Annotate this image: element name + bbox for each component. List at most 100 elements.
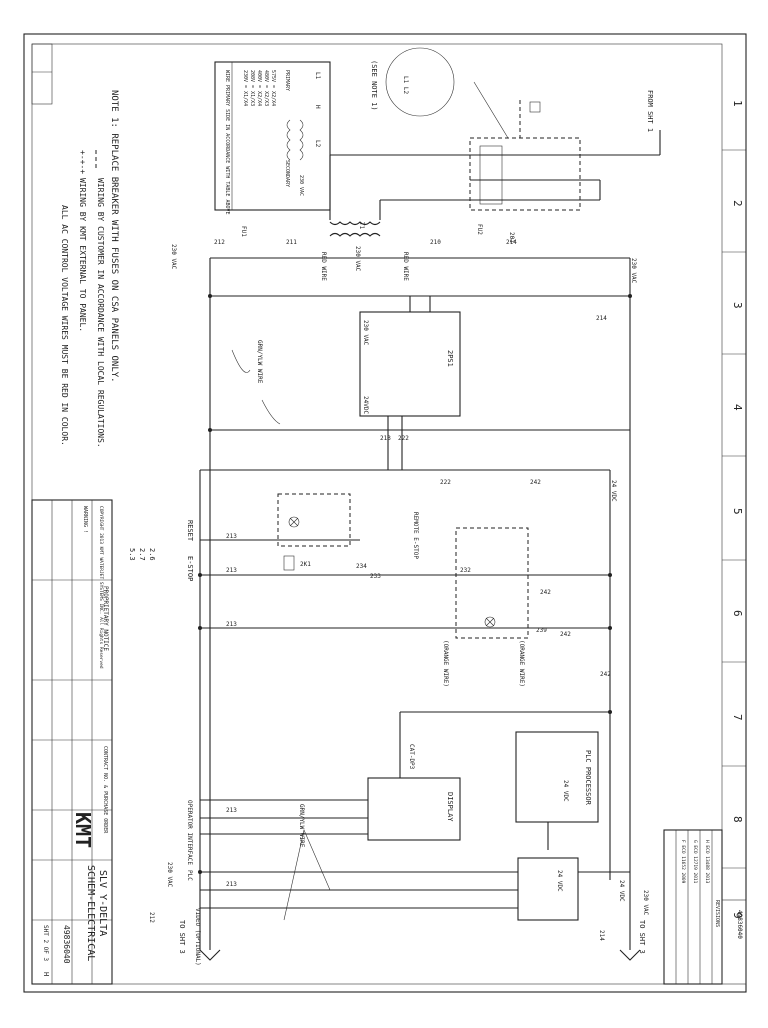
- fuse-fu2: FU2: [476, 224, 483, 235]
- revisions-heading: REVISIONS: [714, 900, 720, 927]
- from-sheet-1: FROM SHT 1: [646, 90, 654, 132]
- plc-wire-label: PLC: [186, 870, 193, 881]
- t1-label: T1: [358, 222, 365, 230]
- reset-label: RESET: [186, 520, 194, 542]
- wire-212-label: 212: [214, 239, 225, 246]
- xfmr-row: 208V = X1/X3: [249, 70, 255, 106]
- plc-voltage: 24 VDC: [562, 780, 569, 802]
- wire-213-r1: 213: [226, 533, 237, 540]
- wire-242-mid: 242: [540, 589, 551, 596]
- bubble-fu: L1 L2: [402, 76, 409, 94]
- inner-border: [31, 43, 723, 985]
- title-line-1: SCHEM-ELECTRICAL: [85, 865, 96, 961]
- fuse-fu1: FU1: [240, 226, 247, 237]
- wire-239: 239: [536, 627, 547, 634]
- plc-label: PLC PROCESSOR: [584, 750, 592, 806]
- zone-label-4: 4: [731, 404, 744, 411]
- breaker-handle-icon: [529, 101, 541, 113]
- ac-bus: 212 211 210 214 230 VAC 230 VAC 214: [170, 239, 637, 950]
- video-module: 24 VDC 213 PLC VIDEO (OPTIONAL) 24 VDC 2…: [166, 857, 649, 966]
- wire-213-video: 213: [226, 881, 237, 888]
- title-block: PROPRIETARY NOTICE COPYRIGHT 2013 KMT WA…: [31, 499, 113, 985]
- plc-processor: PLC PROCESSOR 24 VDC: [399, 711, 610, 850]
- proprietary-heading: PROPRIETARY NOTICE: [102, 586, 109, 651]
- legend-cross-symbol: +-+-+: [78, 150, 87, 174]
- wire-242-mid2: 242: [560, 631, 571, 638]
- xfmr-row: 575V = X2/X4: [270, 70, 276, 106]
- zone-markers: 1 2 3 4 5 6 7 8 9: [722, 100, 746, 919]
- revision-letter: H: [42, 972, 50, 976]
- title-line-2: SLV Y-DELTA: [97, 870, 108, 936]
- wire-214-label: 214: [506, 239, 517, 246]
- left-rev-tab: [31, 43, 53, 105]
- legend-cross: WIRING BY KMT EXTERNAL TO PANEL.: [78, 178, 87, 332]
- relay-coil-2k1: [283, 555, 295, 571]
- see-note-bubble: [385, 47, 455, 117]
- breaker-id: 201: [508, 232, 515, 243]
- wire-222-ps: 222: [398, 435, 409, 442]
- operator-interface-label: OPERATOR INTERFACE: [186, 800, 193, 865]
- circuit-breaker: (SEE NOTE 1) L1 L2 201 FROM SHT 1: [370, 47, 661, 243]
- revision-row: G ECO 12719 2011: [692, 840, 698, 884]
- zone-label-2: 2: [731, 200, 744, 207]
- vac-left-low: 230 VAC: [166, 862, 173, 888]
- wire-213-ps: 213: [380, 435, 391, 442]
- estop-label: E-STOP: [186, 556, 194, 581]
- vdc-top: 24 VDC: [610, 480, 617, 502]
- ps-label: 2PS1: [446, 350, 454, 367]
- wire-232: 232: [460, 567, 471, 574]
- display-label: DISPLAY: [446, 792, 454, 822]
- xfmr-row: 230V = X1/X4: [242, 70, 248, 106]
- zone-label-3: 3: [731, 302, 744, 309]
- wire-242-low: 242: [600, 671, 611, 678]
- xfmr-note: WIRE PRIMARY SIDE IN ACCORDANCE WITH TAB…: [224, 70, 230, 215]
- sheet-number: SHT 2 OF 3: [42, 925, 49, 962]
- xfmr-secondary: SECONDARY: [284, 160, 290, 187]
- reset-enclosure: [277, 493, 351, 547]
- drawing-number-strip: 49836040: [736, 910, 743, 939]
- xfmr-head-l1: L1: [314, 72, 321, 80]
- see-note: (SEE NOTE 1): [370, 60, 378, 111]
- zone-label-5: 5: [731, 508, 744, 515]
- xfmr-secondary-v: 230 VAC: [298, 175, 304, 196]
- wire-210-label: 210: [430, 239, 441, 246]
- drawing-number: 49836040: [62, 925, 71, 964]
- copyright: COPYRIGHT 2013 KMT WATERJET SYSTEMS INC.…: [98, 506, 104, 669]
- to-sheet-3-left: TO SHT 3: [178, 920, 186, 954]
- operator-display: DISPLAY CAT-DP3 OPERATOR INTERFACE 213 G…: [186, 744, 461, 921]
- cable-label: CAT-DP3: [408, 744, 415, 770]
- wire-242-top: 242: [530, 479, 541, 486]
- legend-dashed: WIRING BY CUSTOMER IN ACCORDANCE WITH LO…: [96, 178, 105, 448]
- ac-control-note: ALL AC CONTROL VOLTAGE WIRES MUST BE RED…: [60, 205, 69, 446]
- vac-right-low: 230 VAC: [642, 890, 649, 916]
- contract-note: CONTRACT NO. & PURCHASE ORDER: [102, 746, 108, 834]
- vac-left: 230 VAC: [170, 244, 177, 270]
- xfmr-row: 400V = X2/X4: [256, 70, 262, 106]
- wire-213-disp: 213: [226, 807, 237, 814]
- to-sheet-3: TO SHT 3 TO SHT 3 212 214: [148, 912, 646, 961]
- orange-wire-1: (ORANGE WIRE): [442, 640, 449, 687]
- xfmr-primary: PRIMARY: [284, 70, 290, 91]
- vac-right: 230 VAC: [630, 258, 637, 284]
- orange-wire-2: (ORANGE WIRE): [518, 640, 525, 687]
- relay-contact-ref-3: 5.3: [128, 548, 136, 561]
- xfmr-head-h: H: [314, 105, 321, 109]
- ps-input-v: 230 VAC: [362, 320, 369, 346]
- relay-2k1-label: 2K1: [300, 561, 311, 568]
- zone-label-7: 7: [731, 714, 744, 721]
- sheet-border: [23, 33, 747, 993]
- grn-yel-ps: GRN/YLW WIRE: [256, 340, 263, 384]
- zone-label-8: 8: [731, 816, 744, 823]
- estop-lamp-icon: [484, 616, 496, 628]
- xfmr-head-l2: L2: [314, 140, 321, 148]
- xfmr-row: 480V = X2/X3: [263, 70, 269, 106]
- zone-label-6: 6: [731, 610, 744, 617]
- t1-vac: 230 VAC: [354, 246, 361, 272]
- wire-213-r3: 213: [226, 621, 237, 628]
- grn-yel-disp: GRN/YLW WIRE: [298, 804, 305, 848]
- wire-213-r2: 213: [226, 567, 237, 574]
- transformer-table: WIRE PRIMARY SIDE IN ACCORDANCE WITH TAB…: [214, 61, 331, 215]
- power-supply: 2PS1 230 VAC 24VDC 213 222 GRN/YLW WIRE: [231, 296, 461, 470]
- breaker-enclosure: [469, 137, 581, 211]
- zone-label-1: 1: [731, 100, 744, 107]
